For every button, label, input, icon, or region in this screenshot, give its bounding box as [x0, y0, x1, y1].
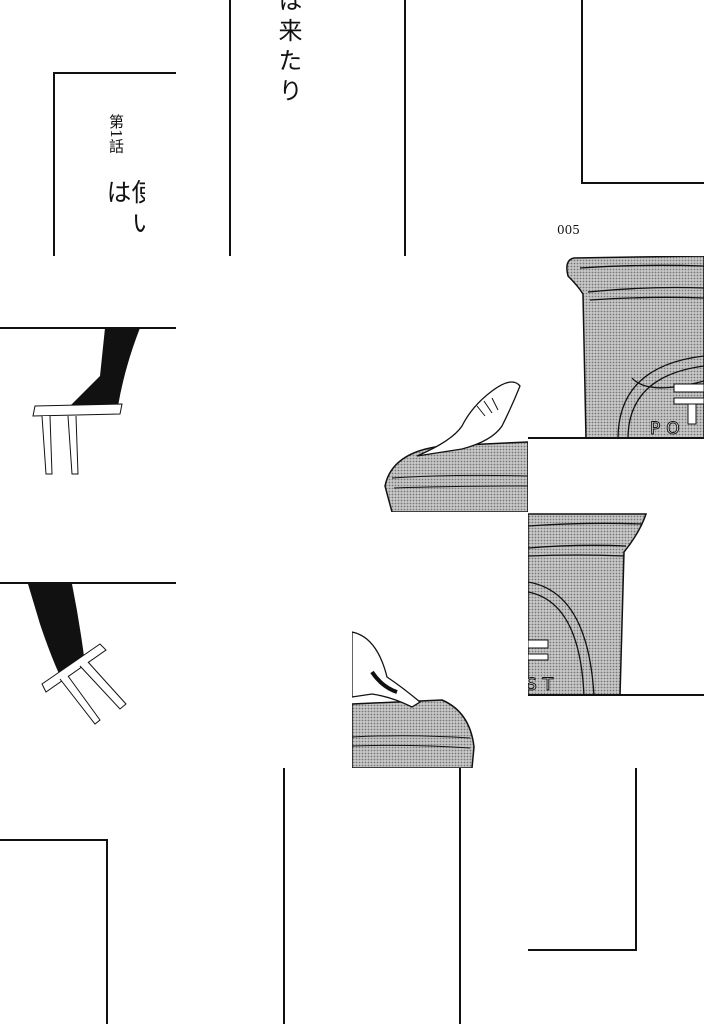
bird-on-postbox-illustration: [352, 631, 475, 768]
chapter-title-tile: 使いは: [95, 175, 145, 256]
postbox-letters: PO: [650, 419, 686, 440]
panel-border: [0, 839, 107, 841]
geta-leg-illustration: [28, 584, 127, 725]
postbox-tile: ST: [528, 512, 704, 696]
bird-tile: [352, 512, 528, 768]
panel-border: [0, 582, 176, 584]
chapter-label: 第1話: [107, 114, 125, 154]
panel-border: [581, 182, 704, 184]
postbox-letters: ST: [528, 675, 560, 696]
panel-border: [0, 327, 176, 329]
panel-border: [229, 0, 231, 256]
panel-border: [635, 768, 637, 951]
bird-tile: [352, 256, 528, 512]
page-number: 005: [557, 223, 580, 237]
postbox-tile: PO: [528, 256, 704, 439]
panel-border: [106, 839, 108, 1024]
panel-border: [528, 437, 704, 439]
panel-border: [53, 72, 176, 74]
postbox-illustration: [566, 256, 704, 439]
title-tile: は来たり: [270, 0, 310, 120]
panel-border: [528, 949, 637, 951]
panel-border: [53, 72, 55, 256]
panel-border: [404, 0, 406, 256]
bird-on-postbox-illustration: [384, 381, 528, 512]
geta-leg-illustration: [32, 328, 140, 475]
panel-border: [283, 768, 285, 1024]
panel-border: [459, 768, 461, 1024]
panel-border: [581, 0, 583, 184]
panel-border: [528, 694, 704, 696]
postbox-illustration: [528, 513, 648, 696]
chapter-title: 使いは: [103, 179, 145, 241]
title-fragment: は来たり: [274, 0, 302, 108]
